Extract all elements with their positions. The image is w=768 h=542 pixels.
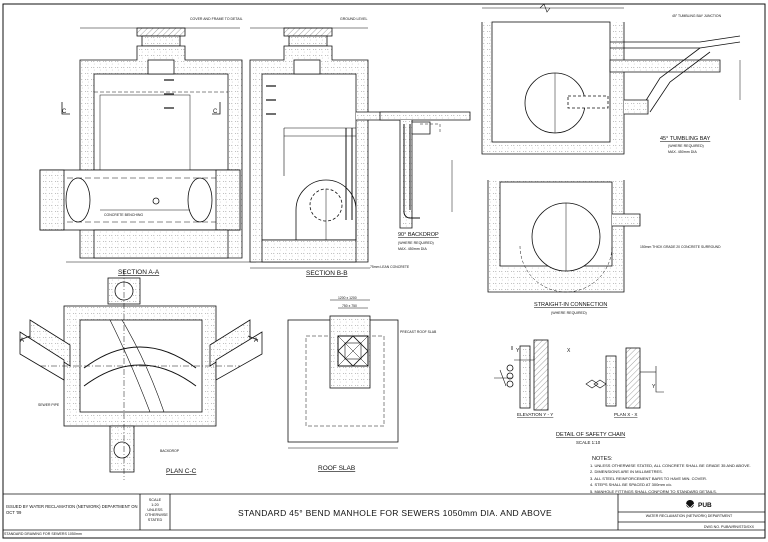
note-item: 1. UNLESS OTHERWISE STATED, ALL CONCRETE…	[590, 462, 751, 468]
department: WATER RECLAMATION (NETWORK) DEPARTMENT	[645, 514, 733, 518]
dim-roof-outer: 1200 x 1200	[338, 296, 357, 300]
tumbling-where: (WHERE REQUIRED)	[668, 144, 704, 148]
backdrop-title: 90° BACKDROP	[398, 232, 439, 238]
note-item: 4. STEPS SHALL BE SPACED AT 300mm c/c.	[590, 482, 673, 488]
mark-c-right: C	[213, 109, 218, 115]
footnote: STANDARD DRAWING FOR SEWERS 1050mm	[4, 532, 82, 536]
safety-chain-detail	[494, 339, 664, 411]
mark-a-left: A	[20, 338, 24, 344]
roof-slab-view	[287, 299, 399, 449]
scale-line: SCALE	[148, 498, 162, 502]
scale-line: OTHERWISE	[145, 513, 168, 517]
dim-roof-inner: 750 x 750	[342, 304, 357, 308]
plan-cc-view	[19, 270, 263, 480]
safety-scale: SCALE 1:10	[576, 440, 601, 445]
title-block	[3, 493, 765, 531]
sewer-pipe-note: SEWER PIPE	[38, 403, 60, 407]
note-item: 3. ALL STEEL REINFORCEMENT BARS TO HAVE …	[590, 475, 707, 481]
elevation-yy-title: ELEVATION Y - Y	[517, 412, 553, 417]
plan-cc-title: PLAN C-C	[166, 468, 197, 475]
scale-line: STATED	[147, 518, 163, 522]
note-item: 5. MANHOLE FITTINGS SHALL CONFORM TO STA…	[590, 488, 717, 494]
logo-text: PUB	[698, 502, 712, 509]
issued-by: ISSUED BY WATER RECLAMATION (NETWORK) DE…	[6, 504, 138, 515]
roof-slab-title: ROOF SLAB	[318, 465, 355, 472]
notes-heading: NOTES:	[592, 456, 613, 462]
straight-in-detail	[487, 180, 641, 293]
backdrop-max: MAX. 450mm DIA	[398, 247, 427, 251]
mark-c-left: C	[62, 109, 67, 115]
section-aa-view	[39, 27, 256, 263]
safety-chain-title: DETAIL OF SAFETY CHAIN	[556, 432, 625, 438]
tumbling-max: MAX. 450mm DIA	[668, 150, 697, 154]
section-bb-view	[249, 27, 401, 269]
tumbling-bay-detail	[481, 3, 741, 155]
ground-level-bb: GROUND LEVEL	[340, 17, 367, 21]
note-item: 2. DIMENSIONS ARE IN MILLIMETRES.	[590, 469, 663, 475]
sheet-border	[2, 3, 766, 539]
mark-a-right: A	[254, 338, 258, 344]
benching-aa: CONCRETE BENCHING	[104, 213, 143, 217]
tumbling-bay-title: 45° TUMBLING BAY	[660, 136, 711, 142]
scale-line: 1:20	[151, 503, 159, 507]
mark-y-right: Y	[652, 384, 656, 390]
drawing-number: DWG NO. PUB/WRN/STD/0XX	[703, 525, 754, 529]
straight-in-where: (WHERE REQUIRED)	[551, 311, 587, 315]
concrete-surround-note: 150mm THICK GRADE 20 CONCRETE SURROUND	[640, 245, 721, 249]
mark-y-left: Y	[516, 348, 520, 354]
cover-note-aa: COVER AND FRAME TO DETAIL	[190, 17, 243, 21]
section-aa-title: SECTION A-A	[118, 269, 160, 276]
mark-x-top: X	[567, 348, 571, 354]
scale-box: SCALE 1:20 UNLESS OTHERWISE STATED	[145, 498, 168, 523]
scale-line: UNLESS	[147, 508, 163, 512]
lean-concrete-note: 75mm LEAN CONCRETE	[370, 265, 410, 269]
tumbling-junction-note: 45° TUMBLING BAY JUNCTION	[672, 14, 722, 18]
drawing-title: STANDARD 45° BEND MANHOLE FOR SEWERS 105…	[238, 508, 552, 518]
section-bb-title: SECTION B-B	[306, 270, 348, 277]
roof-note: PRECAST ROOF SLAB	[400, 330, 437, 334]
pub-logo: PUB	[685, 500, 712, 509]
backdrop-where: (WHERE REQUIRED)	[398, 241, 434, 245]
backdrop-detail	[379, 111, 471, 229]
straight-in-title: STRAIGHT-IN CONNECTION	[534, 302, 607, 308]
backdrop-plan-note: BACKDROP	[160, 449, 180, 453]
notes-block: NOTES: 1. UNLESS OTHERWISE STATED, ALL C…	[590, 456, 760, 496]
plan-xx-title: PLAN X - X	[614, 412, 638, 417]
